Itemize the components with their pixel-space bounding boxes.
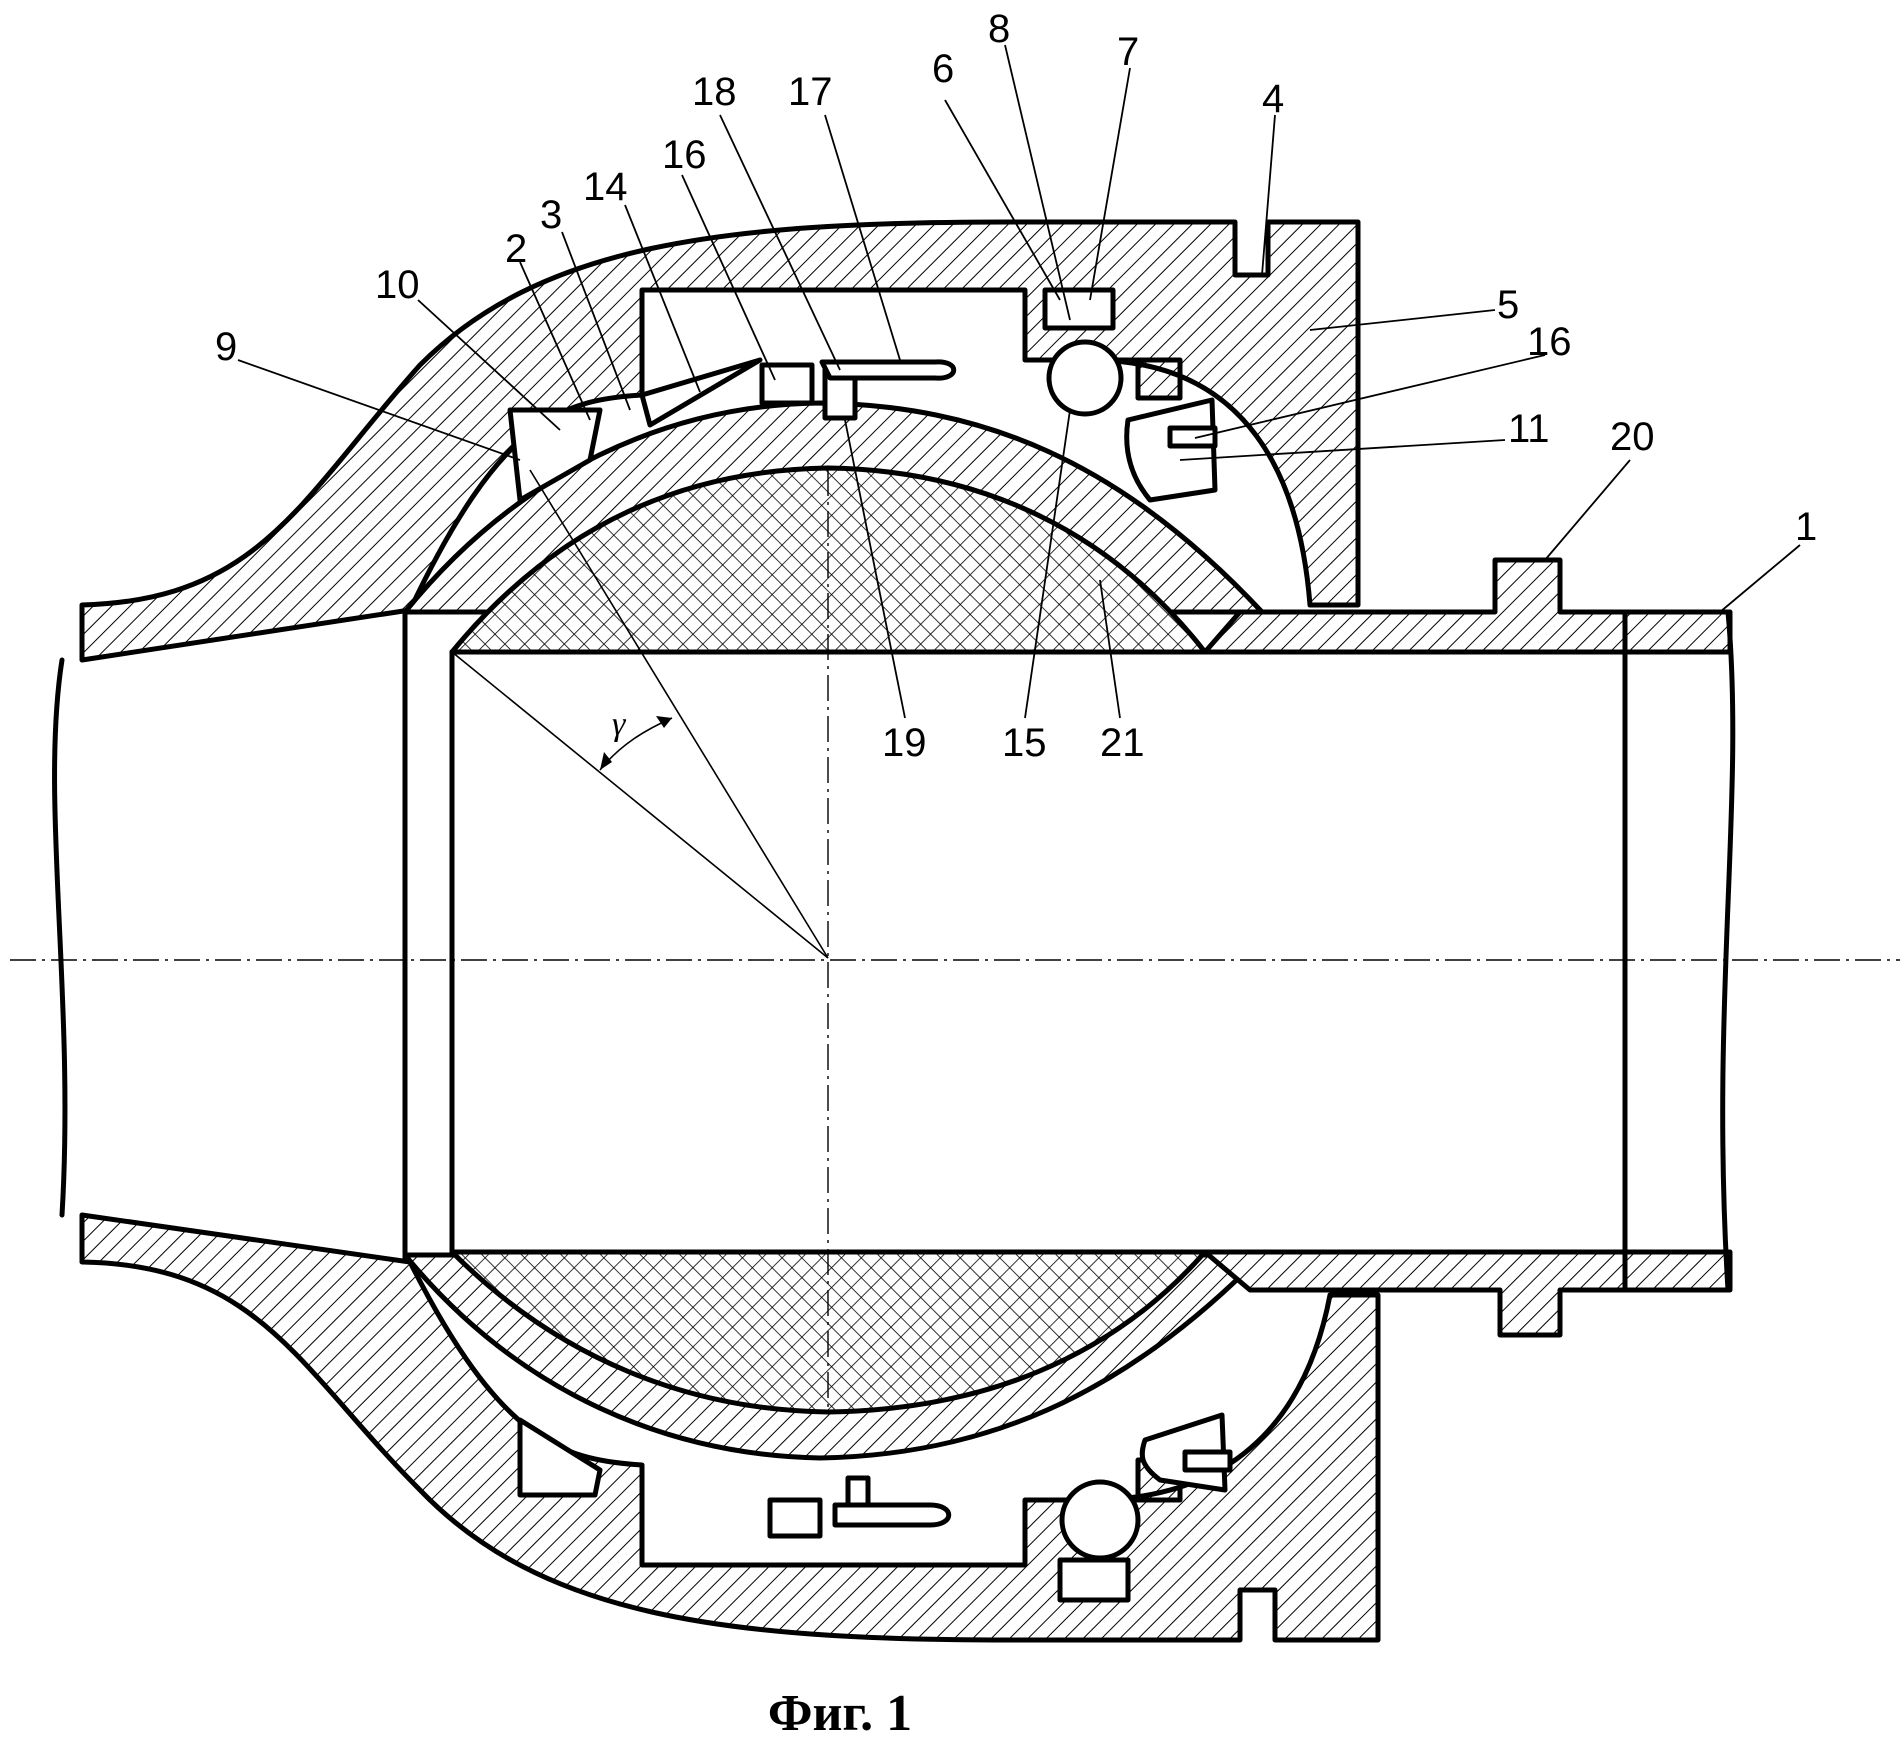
label-16-top: 16 xyxy=(662,133,707,177)
spring-17-upper xyxy=(819,359,957,381)
pipe-bore xyxy=(52,609,1736,1293)
label-17: 17 xyxy=(788,70,833,114)
housing-upper xyxy=(79,219,1361,663)
label-8: 8 xyxy=(988,7,1010,51)
label-6: 6 xyxy=(932,47,954,91)
leader-lines xyxy=(237,44,1801,719)
label-21: 21 xyxy=(1100,721,1145,765)
label-5: 5 xyxy=(1497,283,1519,327)
spring-17-lower xyxy=(832,1502,952,1528)
lower-half xyxy=(79,1212,1733,1643)
label-9: 9 xyxy=(215,325,237,369)
housing-lower xyxy=(79,1212,1381,1643)
label-4: 4 xyxy=(1262,77,1284,121)
label-19: 19 xyxy=(882,721,927,765)
ball-15-upper xyxy=(1046,339,1124,417)
insert-16-lower xyxy=(767,1497,823,1539)
label-15: 15 xyxy=(1002,721,1047,765)
label-2: 2 xyxy=(505,227,527,271)
insert-16b-upper xyxy=(1167,425,1218,449)
part-labels: 9 10 2 3 14 16 18 17 6 8 7 4 5 16 11 20 … xyxy=(215,7,1817,765)
figure-caption: Фиг. 1 xyxy=(768,1685,912,1742)
label-7: 7 xyxy=(1117,30,1139,74)
label-16-right: 16 xyxy=(1527,320,1572,364)
label-11: 11 xyxy=(1508,407,1550,451)
label-20: 20 xyxy=(1610,415,1655,459)
label-1: 1 xyxy=(1795,505,1817,549)
pipe-wall-lower xyxy=(1202,1249,1733,1338)
label-18: 18 xyxy=(692,70,737,114)
insert-16-upper xyxy=(759,362,815,406)
seal-8-lower xyxy=(1057,1557,1131,1603)
seal-9-lower xyxy=(517,1417,603,1498)
angle-gamma: γ xyxy=(612,706,627,743)
seal-9-upper xyxy=(507,407,603,503)
insert-16b-lower xyxy=(1182,1449,1233,1473)
seal-11-upper xyxy=(1124,397,1218,503)
seal-8-upper xyxy=(1042,287,1116,331)
pipe-wall-upper xyxy=(1202,557,1733,655)
label-10: 10 xyxy=(375,263,420,307)
label-14: 14 xyxy=(583,165,628,209)
label-3: 3 xyxy=(540,193,562,237)
ball-15-lower xyxy=(1059,1479,1141,1561)
angle-construction: γ xyxy=(451,469,829,959)
seal-3-upper xyxy=(639,357,763,428)
